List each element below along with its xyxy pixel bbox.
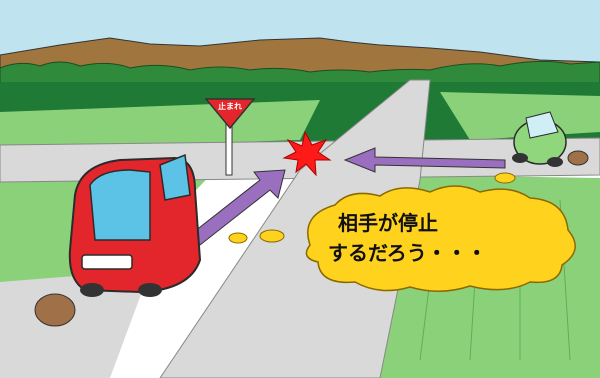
dust-cloud-icon — [34, 293, 76, 327]
red-car — [34, 153, 202, 327]
green-car — [512, 111, 589, 167]
thought-dots — [228, 172, 516, 244]
thought-bubble-text: 相手が停止 するだろう・・・ — [318, 208, 568, 268]
thought-bubble — [305, 185, 576, 292]
dust-cloud-icon — [567, 150, 589, 166]
road-left-foreground — [0, 270, 150, 378]
collision-icon — [282, 130, 332, 177]
thought-line-2: するだろう・・・ — [328, 241, 487, 265]
stop-sign-label: 止まれ — [218, 102, 242, 111]
green-car-path-arrow — [343, 147, 506, 173]
thought-line-1: 相手が停止 — [338, 211, 438, 235]
red-car-path-arrow — [189, 169, 286, 246]
stop-sign — [204, 98, 256, 176]
